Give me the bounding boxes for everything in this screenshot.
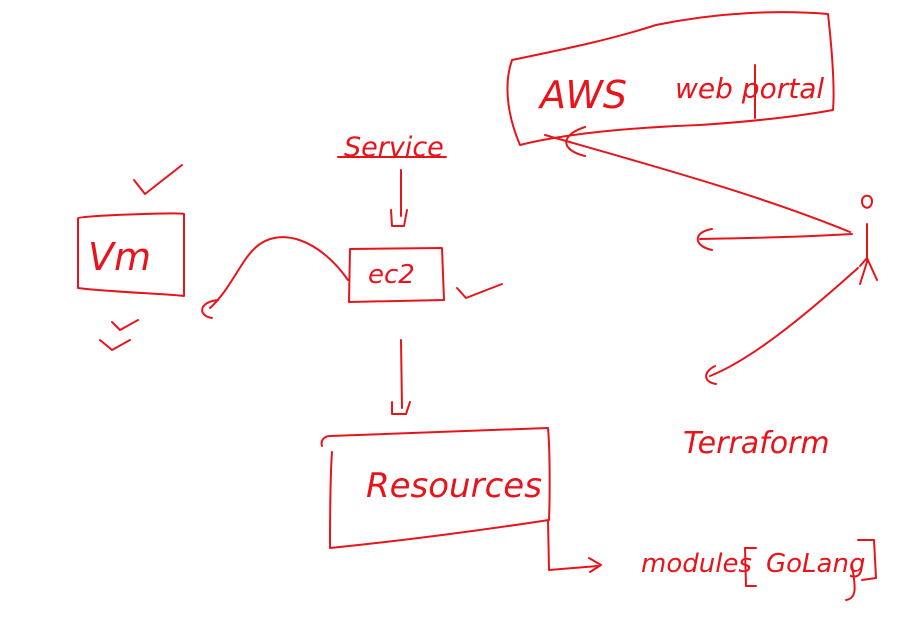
vm-box-outline <box>77 212 185 297</box>
terraform-label: Terraform <box>683 426 830 461</box>
vm-arrowhead <box>201 299 219 319</box>
web-portal-label: web portal <box>675 72 824 105</box>
modules-label: modules <box>641 549 752 579</box>
user-to-terraform-line <box>709 267 859 377</box>
aws-box-outline <box>506 11 835 146</box>
modules-arrowhead <box>588 557 602 573</box>
golang-right-bracket <box>857 539 877 581</box>
vm-bottom-check-icon <box>99 319 139 351</box>
service-label: Service <box>344 132 444 163</box>
user-to-middle-line <box>699 233 853 240</box>
aws-to-user-line <box>544 134 851 233</box>
ec2-to-vm-arc <box>209 236 349 309</box>
vm-top-check-icon <box>133 164 183 195</box>
golang-left-bracket <box>744 547 757 587</box>
vm-label: Vm <box>88 235 151 279</box>
terraform-arrowhead <box>705 365 717 385</box>
user-body <box>859 223 878 285</box>
ec2-label: ec2 <box>368 260 415 290</box>
user-head <box>861 194 873 209</box>
resources-label: Resources <box>366 466 542 506</box>
aws-arrowhead <box>565 126 586 157</box>
middle-arrowhead <box>696 228 713 251</box>
ec2-check-icon <box>456 283 503 299</box>
resources-to-modules-line <box>547 519 599 571</box>
ec2-to-resources-line <box>400 339 403 409</box>
resources-box-outline <box>320 427 551 549</box>
service-to-ec2-arrowhead <box>390 209 408 227</box>
golang-label: GoLang <box>766 549 865 579</box>
ec2-box-outline <box>348 247 445 303</box>
aws-label: AWS <box>537 73 627 117</box>
golang-descender <box>845 564 856 601</box>
ec2-to-resources-arrowhead <box>391 401 411 415</box>
